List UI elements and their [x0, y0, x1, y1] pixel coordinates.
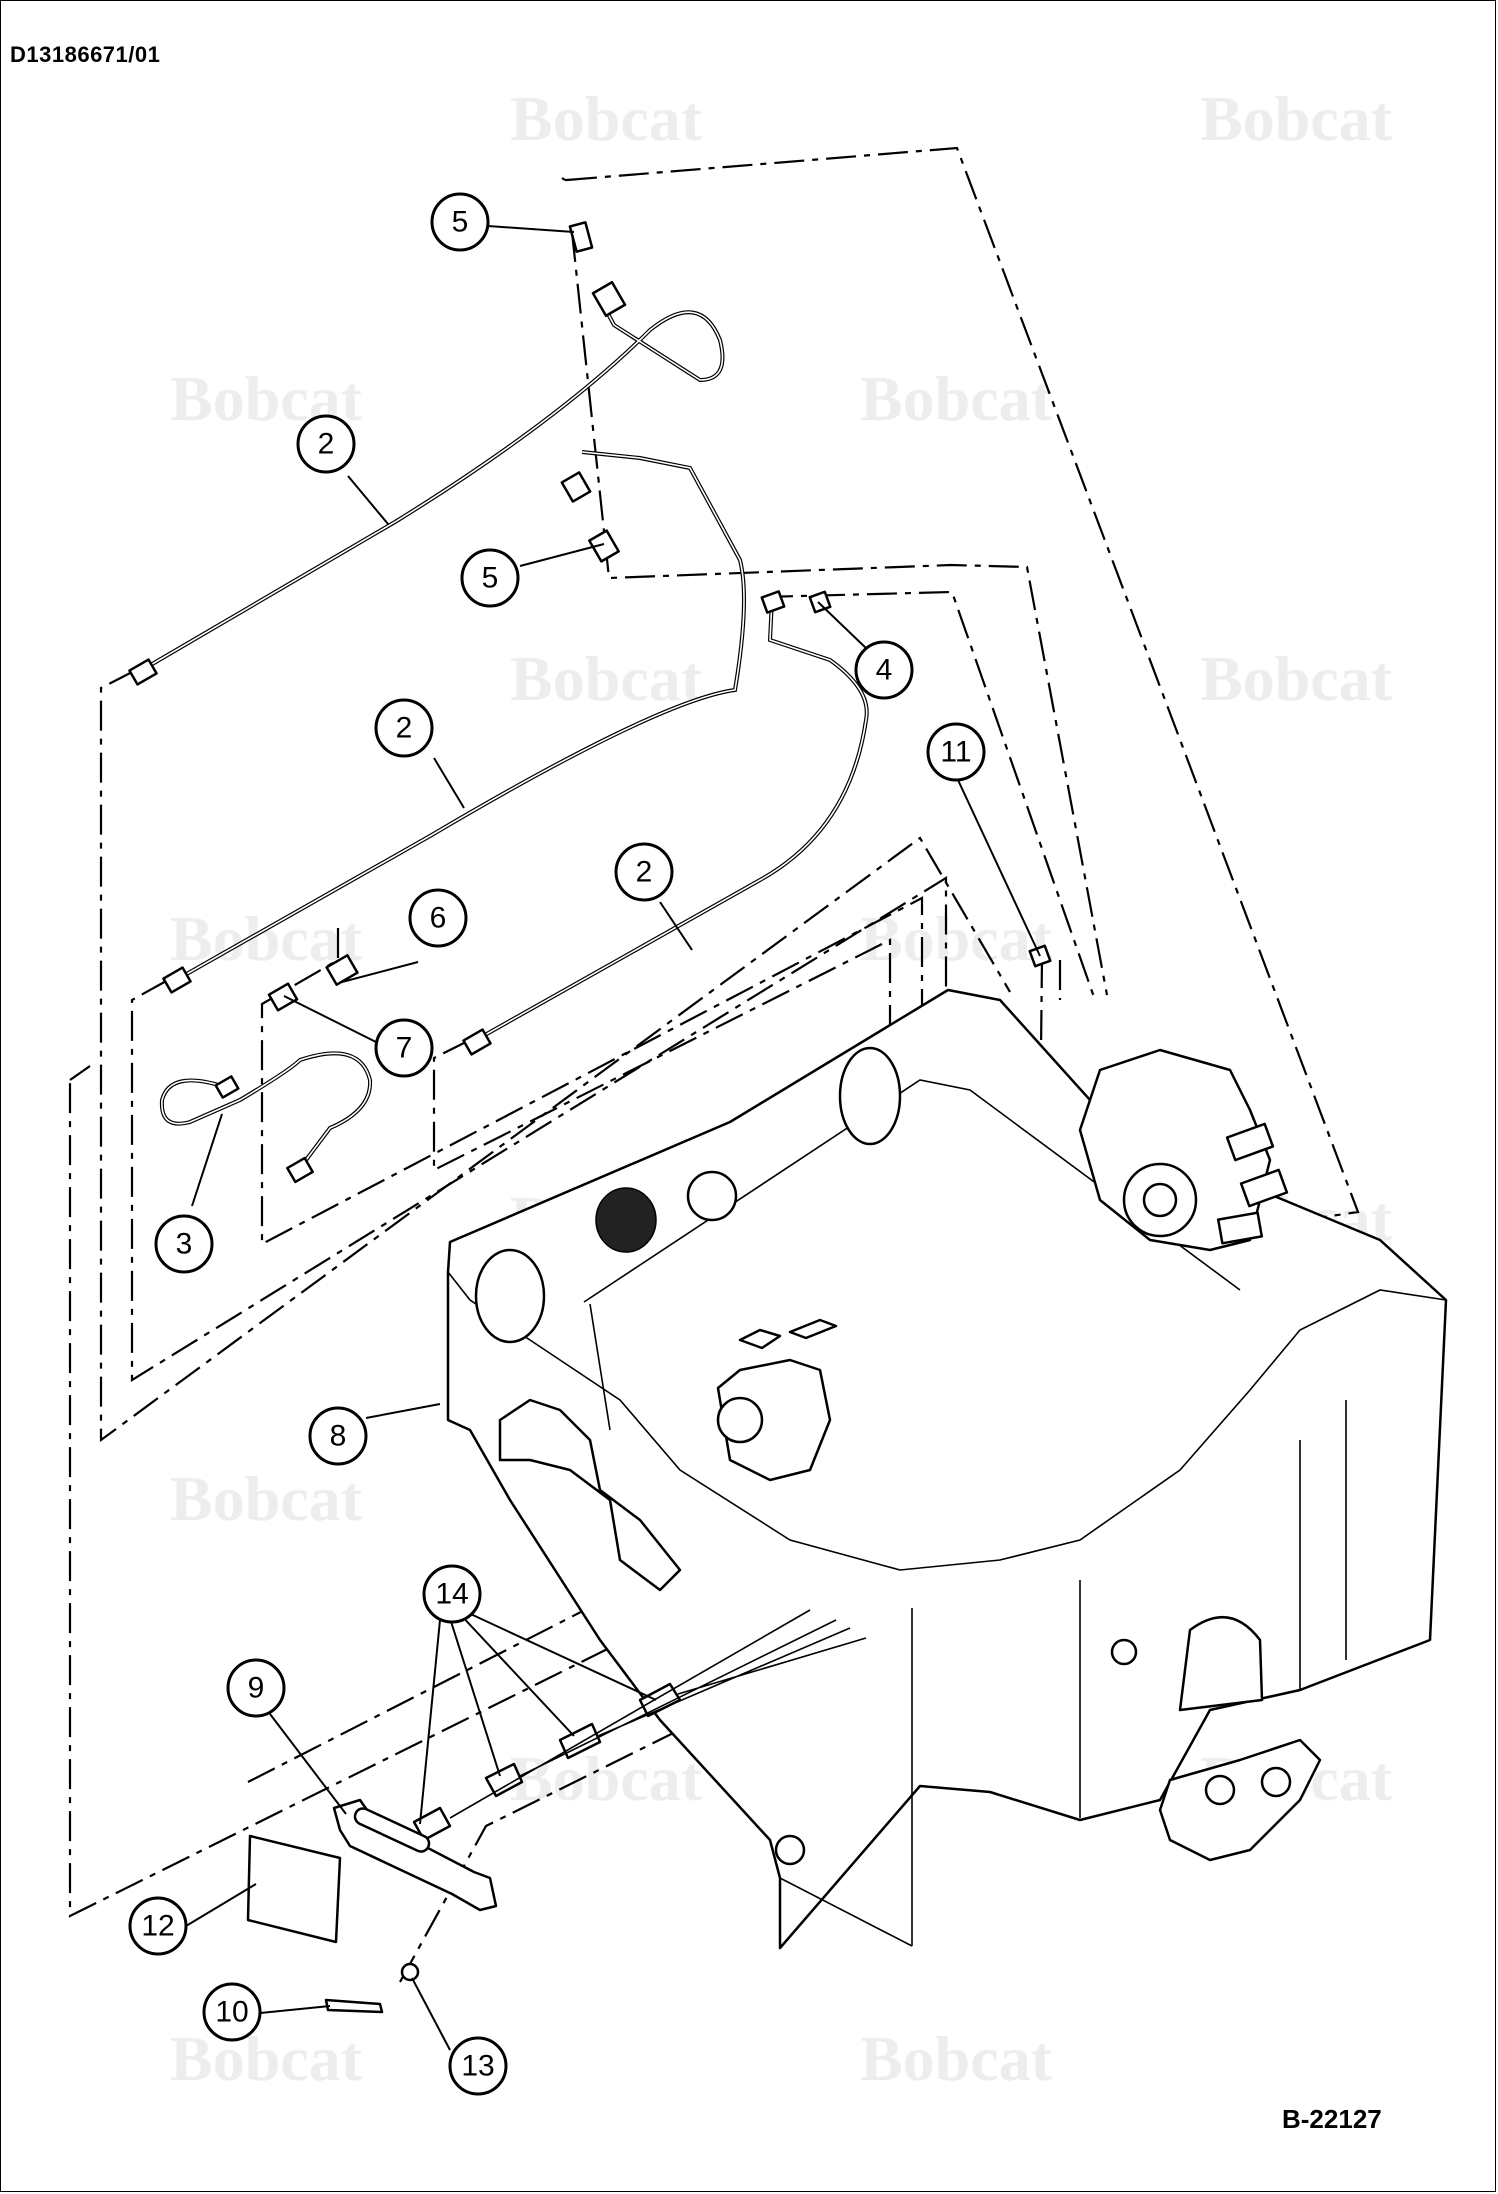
callout-10: 10: [202, 1982, 262, 2042]
callout-4: 4: [854, 640, 914, 700]
callout-circle: [430, 192, 490, 252]
callout-circle: [422, 1564, 482, 1624]
callout-12: 12: [128, 1896, 188, 1956]
callout-label: 2: [636, 856, 653, 889]
coupler-bracket: [332, 1798, 498, 1912]
callout-label: 9: [248, 1672, 265, 1705]
callout-circle: [408, 888, 468, 948]
callout-circle: [374, 698, 434, 758]
callout-11: 11: [926, 722, 986, 782]
callout-14: 14: [422, 1564, 482, 1624]
callout-label: 13: [461, 2050, 494, 2083]
callout-label: 5: [452, 206, 469, 239]
callout-circle: [308, 1406, 368, 1466]
callout-label: 2: [396, 712, 413, 745]
callout-5: 5: [460, 548, 520, 608]
callout-circle: [296, 414, 356, 474]
watermark-text: Bobcat: [1200, 83, 1393, 154]
callout-13: 13: [448, 2036, 508, 2096]
callout-6: 6: [408, 888, 468, 948]
callout-circle: [460, 548, 520, 608]
callout-circle: [226, 1658, 286, 1718]
watermark-text: Bobcat: [860, 363, 1053, 434]
callout-label: 14: [435, 1578, 468, 1611]
callout-7: 7: [374, 1018, 434, 1078]
callout-8: 8: [308, 1406, 368, 1466]
leader-lines: [185, 225, 1041, 2051]
callout-label: 8: [330, 1420, 347, 1453]
callout-label: 10: [215, 1996, 248, 2029]
callout-circle: [374, 1018, 434, 1078]
callout-label: 12: [141, 1910, 174, 1943]
hydraulic-tubes: [140, 309, 869, 1170]
callout-circle: [128, 1896, 188, 1956]
callout-circle: [202, 1982, 262, 2042]
callout-label: 11: [940, 736, 971, 769]
watermark-text: Bobcat: [170, 2023, 363, 2094]
callout-label: 5: [482, 562, 499, 595]
callout-2: 2: [614, 842, 674, 902]
bolt-and-washer: [324, 1962, 420, 2014]
callout-5: 5: [430, 192, 490, 252]
document-id: D13186671/01: [10, 42, 161, 67]
fittings: [128, 221, 1052, 1184]
callout-circle: [926, 722, 986, 782]
watermark-text: Bobcat: [510, 83, 703, 154]
callout-2: 2: [296, 414, 356, 474]
callout-label: 7: [396, 1032, 413, 1065]
watermark-text: Bobcat: [860, 2023, 1053, 2094]
pump-assembly: [716, 1048, 1289, 1482]
decal-plate: [246, 1834, 342, 1944]
callout-layer: 5 2 5 4 2 11 2 6 7 3 8 14 9 12 10 13: [128, 192, 986, 2096]
callout-label: 4: [876, 654, 893, 687]
watermark-text: Bobcat: [510, 1743, 703, 1814]
reference-code: B-22127: [1282, 2104, 1382, 2134]
callout-label: 6: [430, 902, 447, 935]
callout-circle: [614, 842, 674, 902]
handle-bracket: [498, 1398, 682, 1592]
watermark-text: Bobcat: [1200, 643, 1393, 714]
callout-2: 2: [374, 698, 434, 758]
couplers: [412, 1609, 867, 1842]
callout-circle: [154, 1214, 214, 1274]
watermark-text: Bobcat: [510, 643, 703, 714]
watermark-text: Bobcat: [170, 903, 363, 974]
callout-3: 3: [154, 1214, 214, 1274]
callout-9: 9: [226, 1658, 286, 1718]
callout-circle: [448, 2036, 508, 2096]
callout-label: 2: [318, 428, 335, 461]
watermark-text: Bobcat: [170, 1463, 363, 1534]
callout-label: 3: [176, 1228, 193, 1261]
callout-circle: [854, 640, 914, 700]
